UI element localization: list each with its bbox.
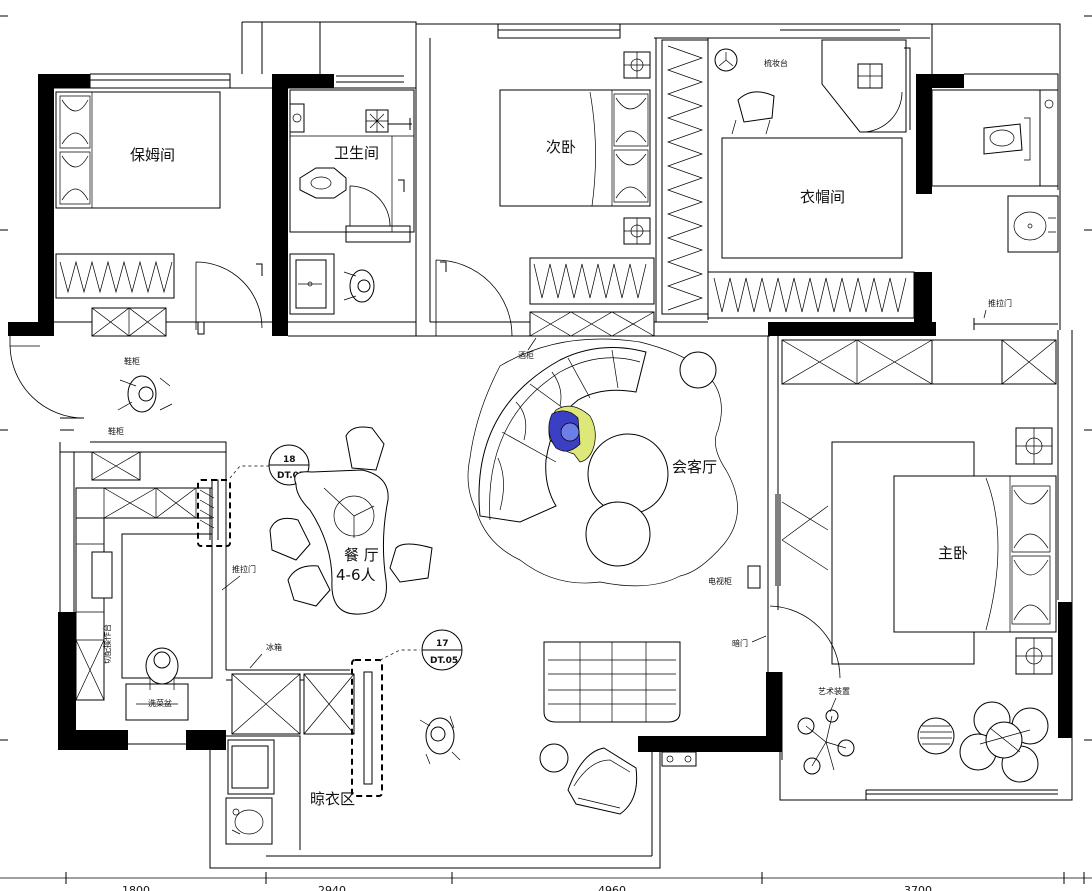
label-sliding-door-kitchen: 推拉门 <box>232 564 256 574</box>
master-bed <box>893 475 1057 633</box>
room-label-bathroom: 卫生间 <box>334 144 379 162</box>
cloak-wardrobe-left <box>661 39 709 315</box>
room-label-living: 会客厅 <box>672 458 717 476</box>
second-bedroom: 次卧 <box>435 51 655 337</box>
label-shoe-cabinet-2: 鞋柜 <box>108 426 124 436</box>
master-bedroom: 主卧 暗门 艺术装置 <box>732 339 1057 783</box>
dining-table <box>294 469 389 615</box>
label-sliding-door-master: 推拉门 <box>988 298 1012 308</box>
walls <box>8 21 1073 869</box>
bathroom: 卫生间 <box>289 89 417 322</box>
master-basin <box>1007 195 1059 253</box>
callout-17: 17 DT.05 <box>421 629 463 671</box>
side-table <box>539 743 569 773</box>
dimension-line: 1800 2940 4960 3700 <box>0 15 1092 891</box>
callout-17-ref: DT.05 <box>430 656 458 666</box>
round-stool <box>917 717 955 755</box>
second-wardrobe <box>529 257 655 305</box>
curved-sofa <box>478 347 647 523</box>
person-icon <box>419 715 461 765</box>
label-hidden-door: 暗门 <box>732 638 748 648</box>
callout-box-18 <box>197 479 231 547</box>
dining-chair <box>287 565 331 607</box>
kitchen: 推拉门 切配操作台 洗菜盆 18 DT.05 <box>75 444 310 721</box>
coffee-table-large <box>587 433 669 515</box>
room-label-dining: 餐 厅 <box>344 546 379 564</box>
label-wine-cabinet: 酒柜 <box>518 350 534 360</box>
laundry-area: 冰箱 17 DT.05 晾衣区 <box>225 629 463 845</box>
callout-17-number: 17 <box>436 639 449 649</box>
person-icon <box>145 647 179 690</box>
toilet <box>299 167 347 199</box>
living-rug <box>467 338 738 587</box>
toilet <box>983 123 1023 155</box>
label-tv-cabinet: 电视柜 <box>708 576 732 586</box>
armchair <box>567 747 638 815</box>
dimension-1: 1800 <box>122 884 150 891</box>
label-wash-basin: 洗菜盆 <box>148 698 172 708</box>
dining-chair <box>389 543 433 583</box>
chair-icon <box>731 91 775 135</box>
cloak-wardrobe-bottom <box>707 271 915 319</box>
label-kitchen-counter: 切配操作台 <box>102 624 112 664</box>
lounge-chair <box>959 701 1049 783</box>
person-icon <box>548 405 596 463</box>
room-label-nanny: 保姆间 <box>130 146 175 164</box>
room-label-second-bedroom: 次卧 <box>546 138 576 156</box>
dimension-4: 3700 <box>904 884 932 891</box>
callout-18-ref: DT.05 <box>277 471 305 481</box>
dining-chair <box>345 426 385 471</box>
label-dressing-table: 梳妆台 <box>764 58 788 68</box>
dining-chair <box>269 517 311 561</box>
label-art-installation: 艺术装置 <box>818 686 850 696</box>
cloak-island <box>721 137 903 259</box>
label-shoe-cabinet-1: 鞋柜 <box>124 356 140 366</box>
kitchen-upper-cabinet <box>75 487 213 519</box>
nanny-wardrobe <box>55 253 175 299</box>
nanny-bed <box>55 91 221 209</box>
cloakroom: 梳妆台 衣帽间 <box>661 39 915 319</box>
callout-box-17 <box>351 659 383 797</box>
nanny-room: 保姆间 <box>55 91 263 337</box>
second-bed <box>499 89 651 207</box>
room-label-master: 主卧 <box>938 544 968 562</box>
art-installation <box>797 709 855 775</box>
foyer: 鞋柜 鞋柜 <box>9 336 173 481</box>
living-room: 会客厅 电视柜 酒柜 <box>467 337 761 815</box>
dimension-3: 4960 <box>598 884 626 891</box>
callout-18-number: 18 <box>283 455 296 465</box>
room-label-cloakroom: 衣帽间 <box>800 188 845 206</box>
kitchen-side-counter <box>75 517 105 701</box>
label-fridge: 冰箱 <box>266 642 282 652</box>
coffee-table-small <box>585 501 651 567</box>
room-label-dining-capacity: 4-6人 <box>336 566 376 584</box>
room-label-laundry: 晾衣区 <box>310 790 355 808</box>
person-icon <box>117 375 173 413</box>
bottom-sofa <box>543 641 681 723</box>
dining: 餐 厅 4-6人 <box>269 426 433 615</box>
dimension-2: 2940 <box>318 884 346 891</box>
master-bathroom: 推拉门 <box>931 89 1059 330</box>
side-table <box>679 351 717 389</box>
person-icon <box>343 269 375 303</box>
